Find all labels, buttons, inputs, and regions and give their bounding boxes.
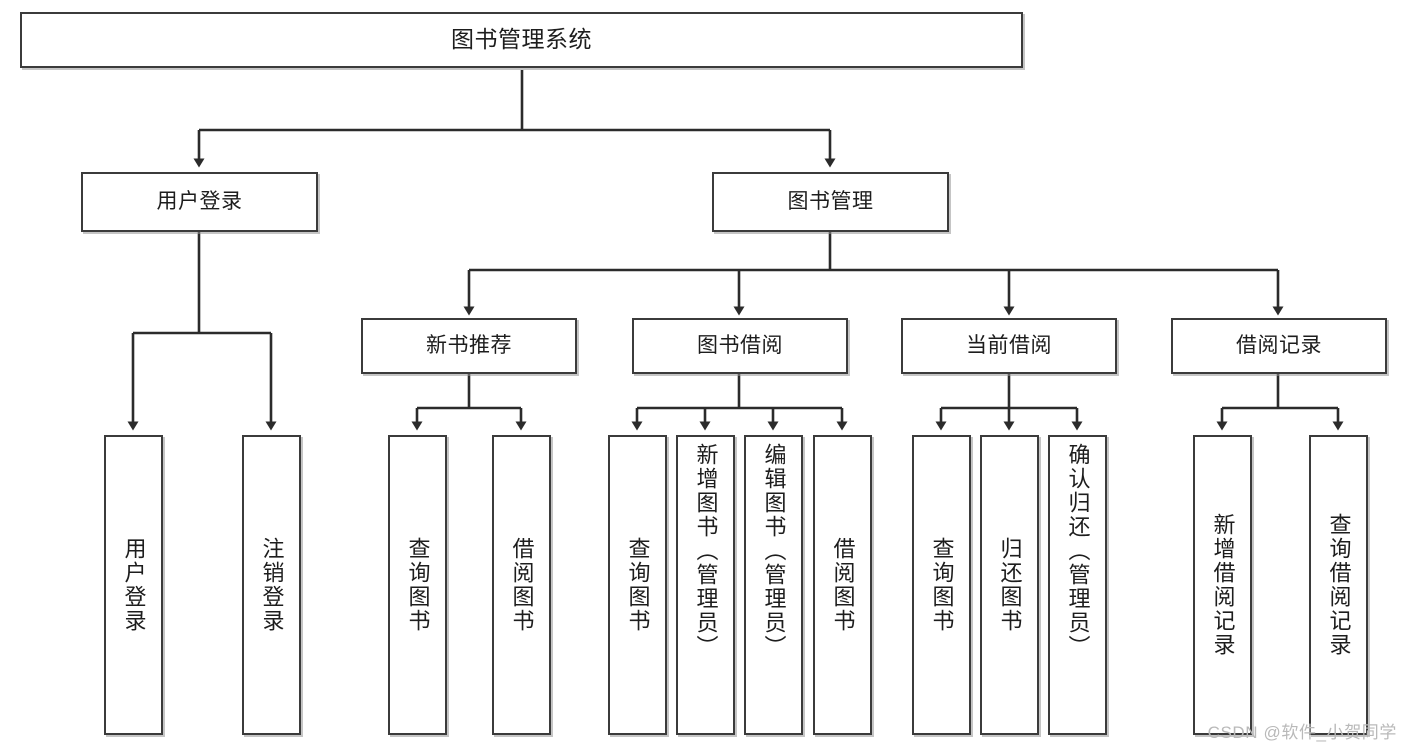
node-leaf-bookborrow-borrow-label: 借阅图书	[830, 537, 856, 633]
node-leaf-bookborrow-add-label: 新增图书（管理员）	[693, 443, 719, 659]
node-leaf-currentborrow-return[interactable]: 归还图书	[980, 435, 1039, 735]
node-leaf-newbook-borrow[interactable]: 借阅图书	[492, 435, 551, 735]
node-root-system[interactable]: 图书管理系统	[20, 12, 1023, 68]
node-leaf-currentborrow-query-label: 查询图书	[929, 537, 955, 633]
node-new-book-recommend[interactable]: 新书推荐	[361, 318, 577, 374]
node-book-manage[interactable]: 图书管理	[712, 172, 949, 232]
node-leaf-record-query[interactable]: 查询借阅记录	[1309, 435, 1368, 735]
node-leaf-bookborrow-query-label: 查询图书	[625, 537, 651, 633]
node-leaf-newbook-borrow-label: 借阅图书	[509, 537, 535, 633]
node-leaf-currentborrow-confirm[interactable]: 确认归还（管理员）	[1048, 435, 1107, 735]
node-leaf-bookborrow-edit-label: 编辑图书（管理员）	[761, 443, 787, 659]
node-leaf-bookborrow-add[interactable]: 新增图书（管理员）	[676, 435, 735, 735]
node-leaf-bookborrow-query[interactable]: 查询图书	[608, 435, 667, 735]
node-current-borrow-label: 当前借阅	[966, 334, 1052, 358]
node-leaf-newbook-query[interactable]: 查询图书	[388, 435, 447, 735]
node-new-book-recommend-label: 新书推荐	[426, 334, 512, 358]
node-leaf-user-login-signout[interactable]: 注销登录	[242, 435, 301, 735]
node-leaf-currentborrow-return-label: 归还图书	[997, 537, 1023, 633]
node-leaf-record-query-label: 查询借阅记录	[1326, 513, 1352, 657]
node-book-manage-label: 图书管理	[787, 190, 874, 214]
watermark: CSDN @软件_小贺同学	[1207, 723, 1397, 742]
node-leaf-bookborrow-edit[interactable]: 编辑图书（管理员）	[744, 435, 803, 735]
node-borrow-record[interactable]: 借阅记录	[1171, 318, 1387, 374]
node-book-borrow[interactable]: 图书借阅	[632, 318, 848, 374]
node-leaf-user-login-signout-label: 注销登录	[259, 537, 285, 633]
node-leaf-user-login-signin[interactable]: 用户登录	[104, 435, 163, 735]
node-book-borrow-label: 图书借阅	[697, 334, 783, 358]
node-current-borrow[interactable]: 当前借阅	[901, 318, 1117, 374]
node-borrow-record-label: 借阅记录	[1236, 334, 1322, 358]
node-leaf-record-add[interactable]: 新增借阅记录	[1193, 435, 1252, 735]
node-leaf-currentborrow-query[interactable]: 查询图书	[912, 435, 971, 735]
node-leaf-user-login-signin-label: 用户登录	[121, 537, 147, 633]
node-leaf-bookborrow-borrow[interactable]: 借阅图书	[813, 435, 872, 735]
node-user-login-label: 用户登录	[156, 190, 243, 214]
node-leaf-currentborrow-confirm-label: 确认归还（管理员）	[1065, 443, 1091, 659]
node-root-system-label: 图书管理系统	[451, 26, 592, 53]
node-leaf-newbook-query-label: 查询图书	[405, 537, 431, 633]
node-leaf-record-add-label: 新增借阅记录	[1210, 513, 1236, 657]
node-user-login[interactable]: 用户登录	[81, 172, 318, 232]
